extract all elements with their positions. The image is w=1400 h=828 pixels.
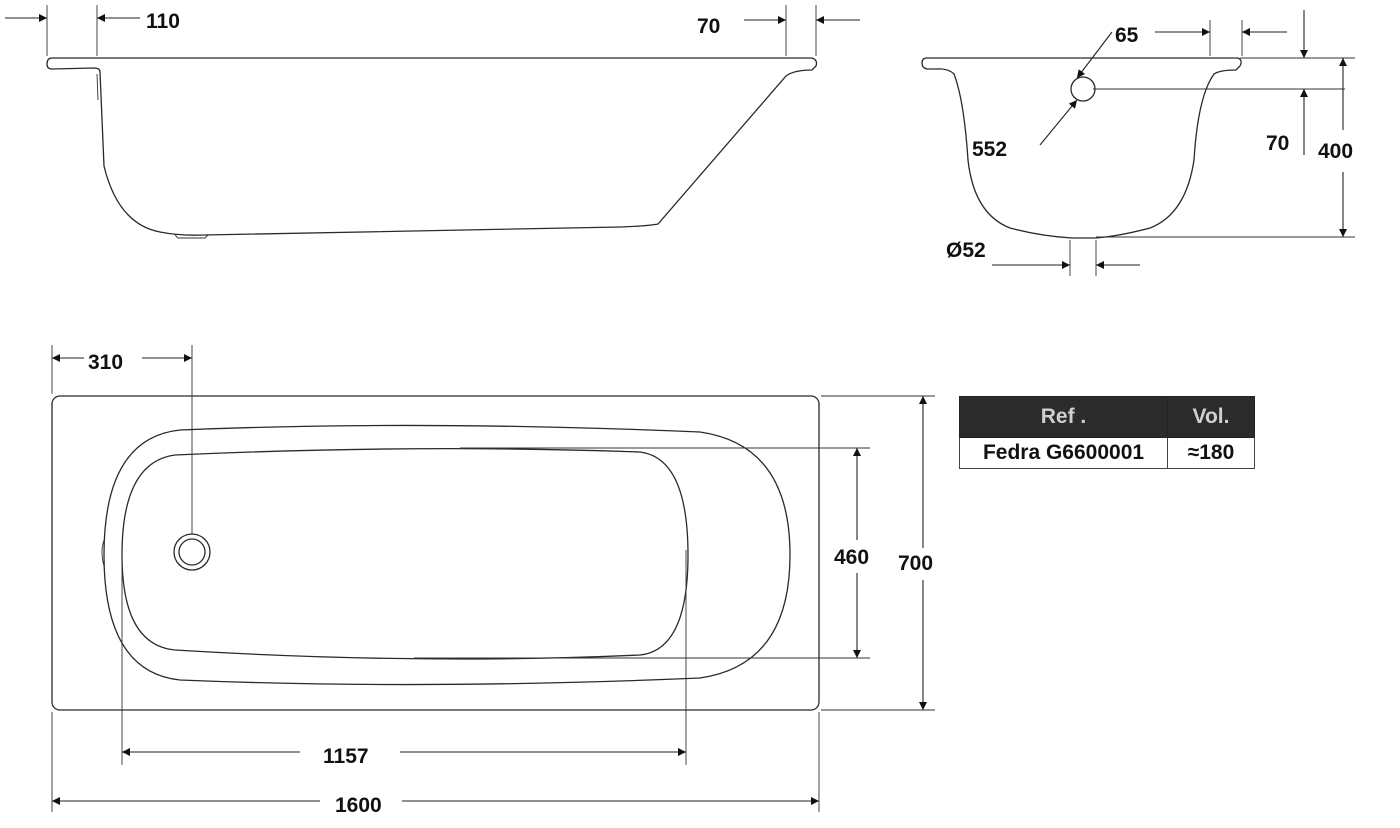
dim-inner-length: 1157 <box>323 745 369 768</box>
top-view-outer-rim <box>51 395 820 711</box>
spec-table-header-row: Ref . Vol. <box>959 396 1255 438</box>
dim-end-rim: 65 <box>1115 24 1139 47</box>
dim-drain-diameter: Ø52 <box>946 239 986 262</box>
dim-drain-position: 310 <box>88 351 123 374</box>
dim-inner-width: 460 <box>834 546 869 569</box>
dim-overflow-height: 552 <box>972 138 1007 161</box>
drain-inner <box>178 538 206 566</box>
table-row: Fedra G6600001 ≈180 <box>959 437 1255 469</box>
dim-overflow-offset: 70 <box>1266 132 1289 155</box>
end-view-outline <box>921 57 1242 239</box>
end-view: 65 552 70 400 Ø52 <box>921 10 1355 276</box>
spec-cell-ref: Fedra G6600001 <box>959 437 1168 469</box>
top-view-bowl-floor <box>121 447 689 660</box>
top-view-bowl-outer <box>103 424 791 686</box>
dim-outer-length: 1600 <box>335 794 382 817</box>
dim-depth: 400 <box>1318 140 1353 163</box>
side-view-drain-foot <box>174 234 209 239</box>
top-view: 310 460 700 1157 1600 <box>51 345 935 817</box>
dim-side-rim-right: 70 <box>697 15 720 38</box>
dim-outer-width: 700 <box>898 552 933 575</box>
spec-header-vol: Vol. <box>1167 396 1255 438</box>
spec-header-ref: Ref . <box>959 396 1168 438</box>
dim-side-rim-left: 110 <box>146 10 180 33</box>
spec-table: Ref . Vol. Fedra G6600001 ≈180 <box>959 396 1255 469</box>
side-view-rim <box>46 57 818 236</box>
overflow-hole <box>1070 76 1096 102</box>
side-view: 110 70 <box>5 5 860 239</box>
spec-cell-vol: ≈180 <box>1167 437 1255 469</box>
